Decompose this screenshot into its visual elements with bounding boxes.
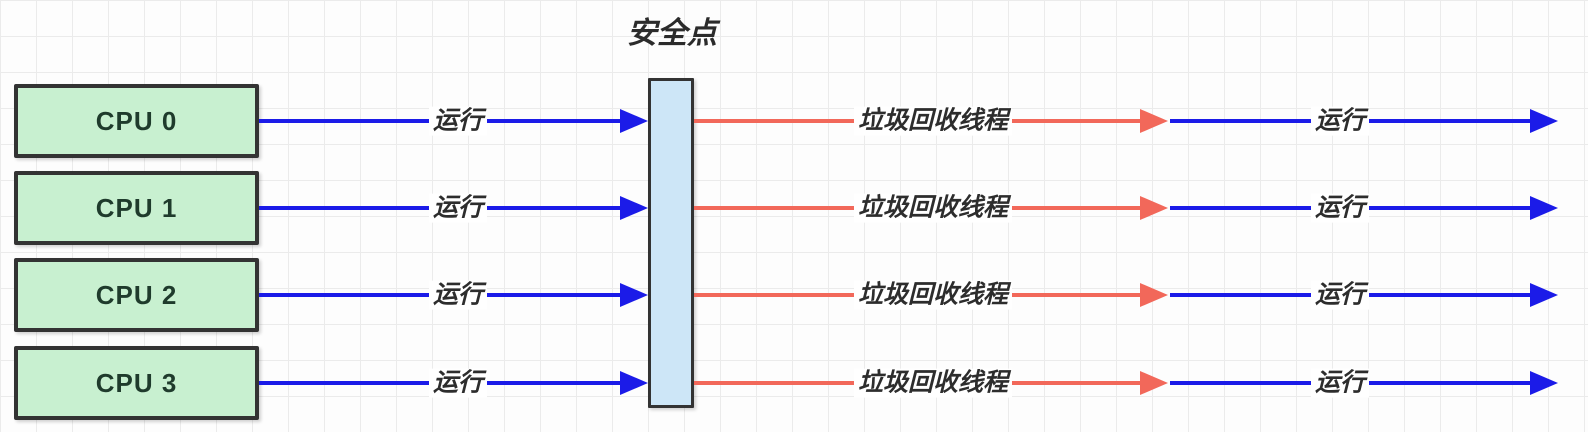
run-arrowhead-icon (620, 371, 648, 395)
gc-arrowhead-icon (1140, 371, 1168, 395)
run-label: 运行 (428, 368, 488, 398)
gc-label: 垃圾回收线程 (853, 368, 1013, 398)
gc-label: 垃圾回收线程 (853, 280, 1013, 310)
run-label: 运行 (1310, 280, 1370, 310)
cpu-box-label: CPU 1 (95, 192, 178, 223)
cpu-box-label: CPU 2 (95, 279, 178, 310)
run-arrowhead-icon (1530, 109, 1558, 133)
gc-label: 垃圾回收线程 (853, 193, 1013, 223)
cpu-box: CPU 3 (14, 346, 259, 420)
run-arrowhead-icon (1530, 196, 1558, 220)
gc-label: 垃圾回收线程 (853, 106, 1013, 136)
run-label: 运行 (428, 106, 488, 136)
run-arrowhead-icon (1530, 371, 1558, 395)
run-arrowhead-icon (620, 283, 648, 307)
gc-arrowhead-icon (1140, 196, 1168, 220)
cpu-box-label: CPU 0 (95, 105, 178, 136)
cpu-box: CPU 2 (14, 258, 259, 332)
cpu-box: CPU 0 (14, 84, 259, 158)
run-label: 运行 (1310, 193, 1370, 223)
safepoint-bar (648, 78, 694, 408)
gc-arrowhead-icon (1140, 109, 1168, 133)
run-label: 运行 (428, 280, 488, 310)
run-label: 运行 (428, 193, 488, 223)
run-arrowhead-icon (620, 196, 648, 220)
cpu-box: CPU 1 (14, 171, 259, 245)
run-arrowhead-icon (1530, 283, 1558, 307)
run-arrowhead-icon (620, 109, 648, 133)
run-label: 运行 (1310, 368, 1370, 398)
cpu-box-label: CPU 3 (95, 367, 178, 398)
run-label: 运行 (1310, 106, 1370, 136)
gc-arrowhead-icon (1140, 283, 1168, 307)
diagram-title: 安全点 (627, 17, 717, 50)
